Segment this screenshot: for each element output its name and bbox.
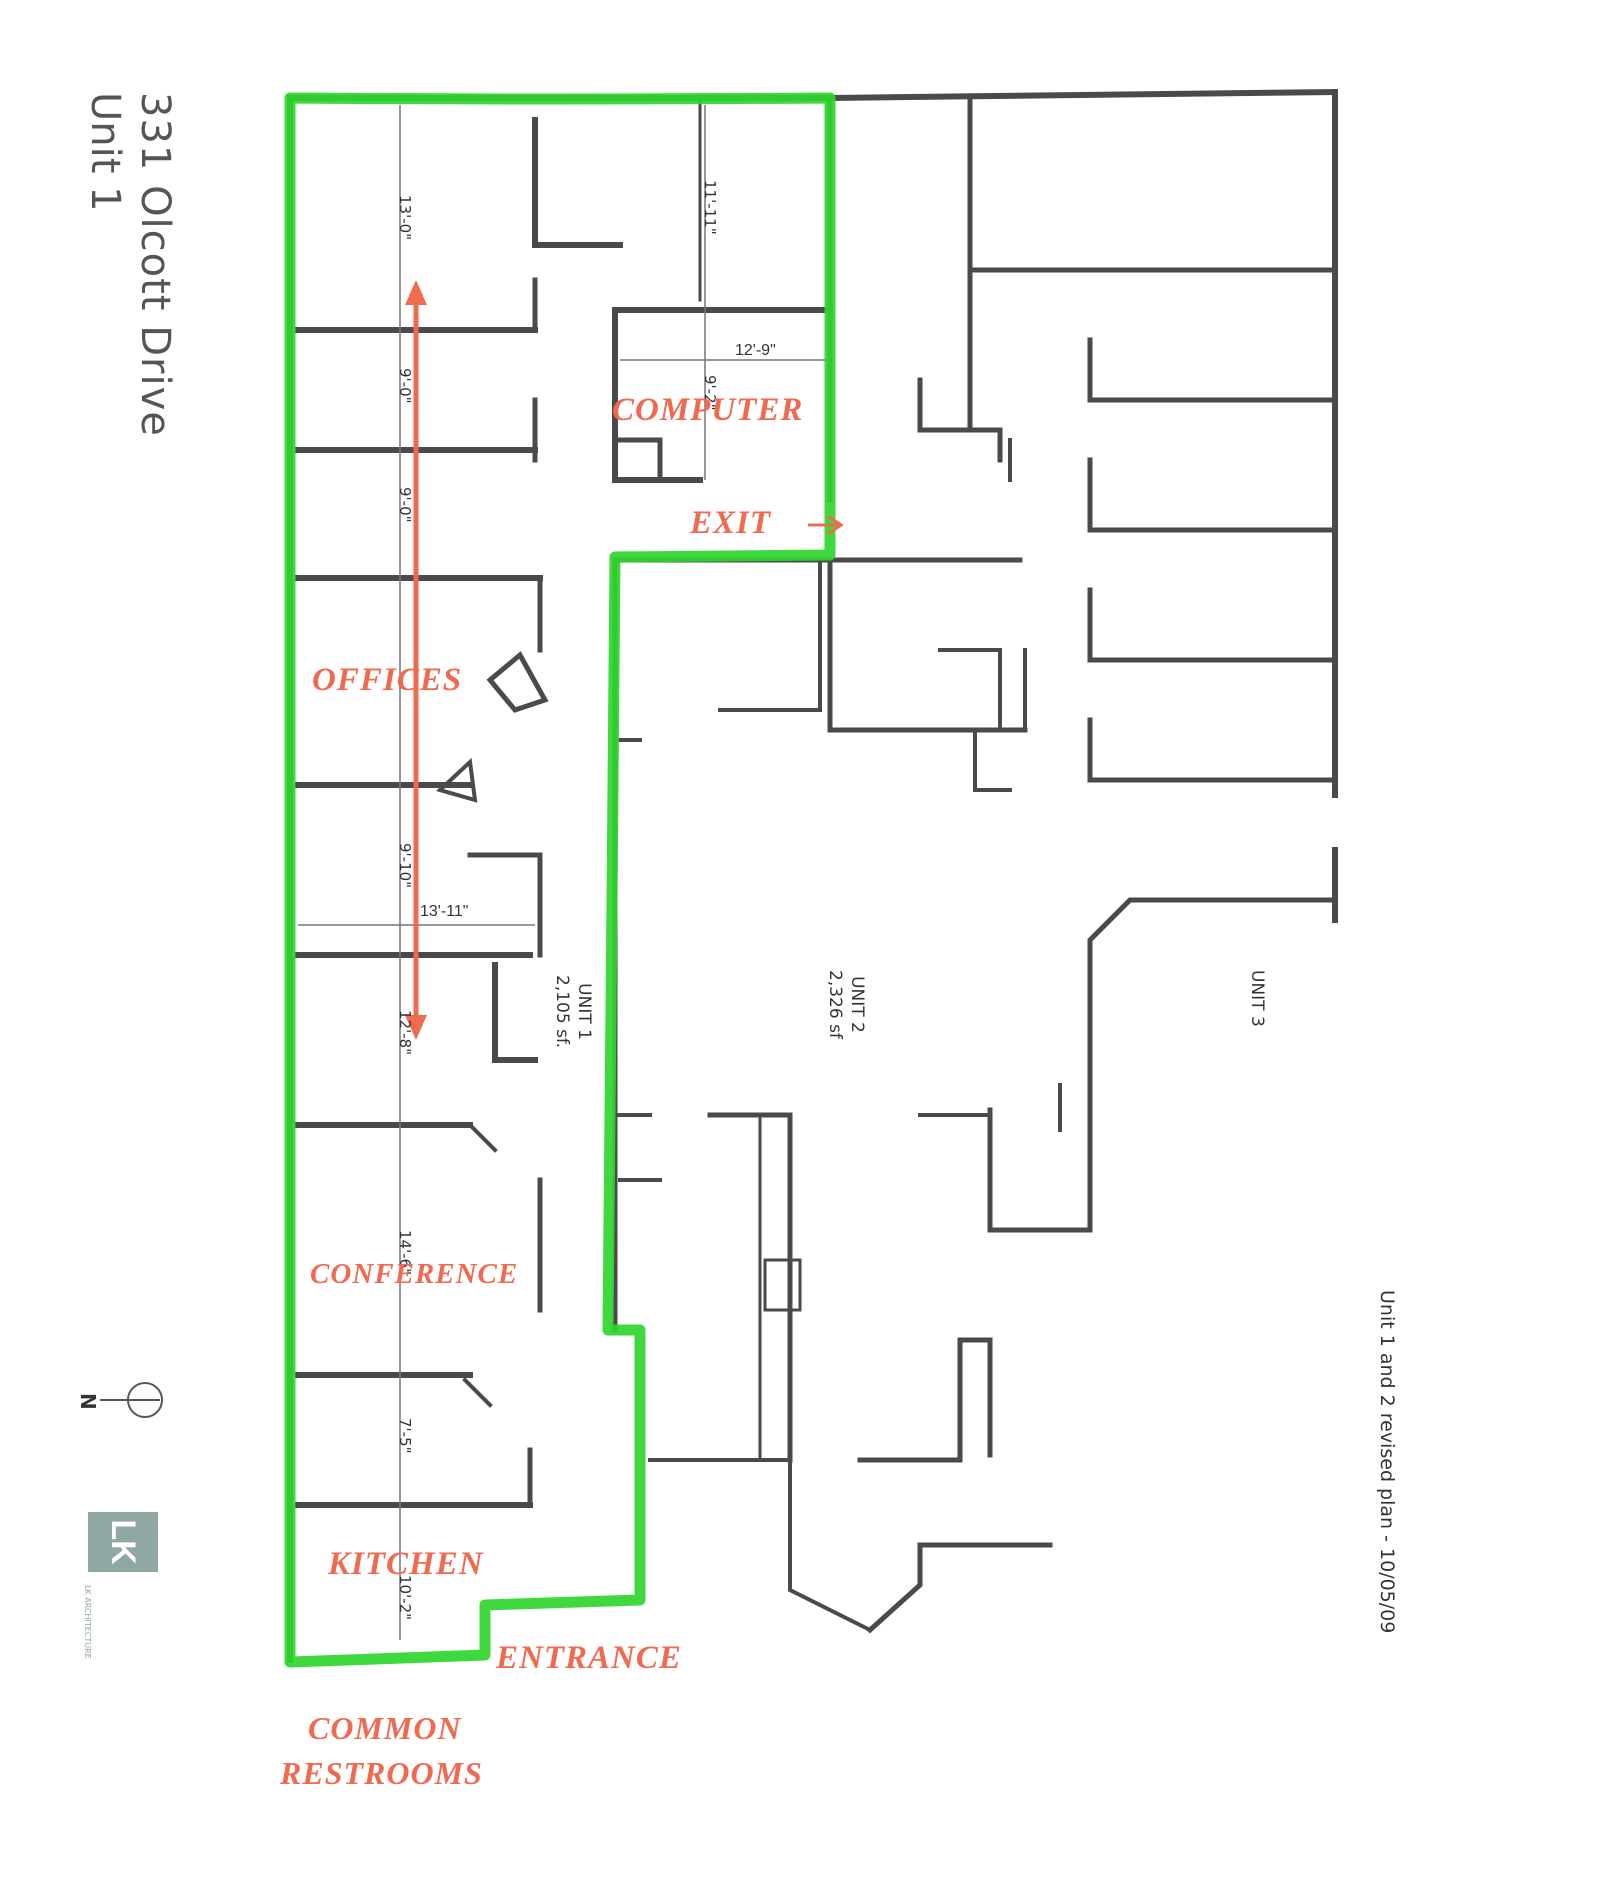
unit2-label: UNIT 2 2,326 sf [824,970,868,1039]
dimension-label: 13'-11" [420,903,469,920]
walls [287,88,1339,1663]
dimension-lines [298,105,830,1640]
unit2-area: 2,326 sf [825,970,845,1039]
offices-label: OFFICES [312,662,463,698]
dimension-label: 11'-11" [701,180,719,235]
unit1-name: UNIT 1 [574,983,594,1040]
unit2-name: UNIT 2 [847,976,867,1033]
unit3-label: UNIT 3 [1246,970,1268,1027]
dimension-label: 9'-0" [396,368,414,404]
entrance-label: ENTRANCE [496,1640,682,1676]
compass-letter: N [76,1393,100,1410]
dimension-label: 13'-0" [396,195,414,241]
exit-arrow [808,514,844,536]
north-compass-icon [100,1382,163,1418]
unit-title: Unit 1 [82,92,128,212]
lk-logo: LK [88,1512,158,1572]
unit1-label: UNIT 1 2,105 sf. [551,975,595,1048]
offices-double-arrow [405,280,427,1040]
dimension-label: 7'-5" [396,1418,414,1454]
logo-tagline: LK ARCHITECTURE [83,1585,92,1659]
common-restrooms-label-line2: RESTROOMS [280,1755,483,1791]
common-restrooms-label-line1: COMMON [308,1710,462,1746]
unit3-name: UNIT 3 [1247,970,1267,1027]
building-address: 331 Olcott Drive [132,92,178,437]
revised-plan-note: Unit 1 and 2 revised plan - 10/05/09 [1376,1290,1398,1634]
conference-label: CONFERENCE [310,1258,519,1290]
logo-letters: LK [104,1519,142,1565]
kitchen-label: KITCHEN [328,1546,484,1582]
computer-label: COMPUTER [612,392,804,428]
dimension-label: 9'-10" [396,843,414,889]
exit-label: EXIT [690,505,772,541]
unit1-area: 2,105 sf. [552,975,572,1049]
dimension-label: 12'-9" [735,342,776,359]
dimension-label: 12'-8" [396,1010,414,1056]
dimension-label: 9'-0" [396,487,414,523]
unit1-highlight-outline [284,92,836,1668]
